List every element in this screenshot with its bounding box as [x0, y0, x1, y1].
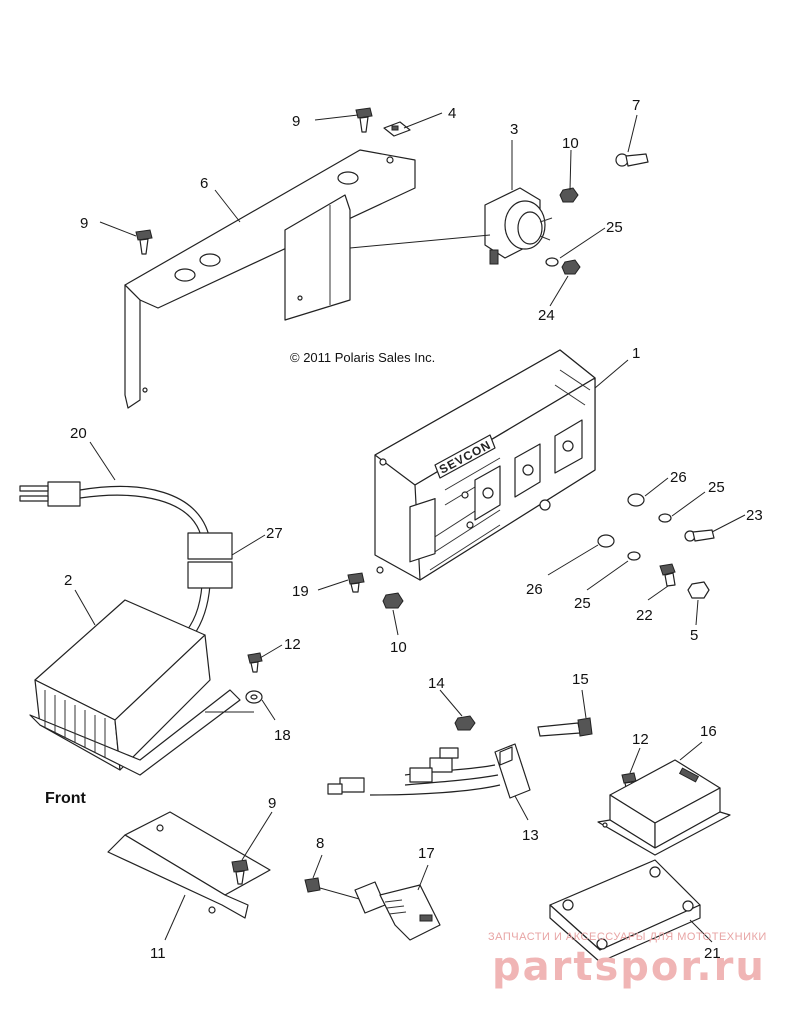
washer-part-26-lower	[597, 534, 615, 548]
callout-labels: 1 2 3 4 5 6 7 8 9 9 9 10 10 11 12 12 13 …	[64, 97, 763, 962]
module-part-16	[597, 759, 731, 856]
watermark: ЗАПЧАСТИ И АКСЕССУАРЫ ДЛЯ МОТОТЕХНИКИ pa…	[488, 931, 767, 990]
callout-1: 1	[632, 345, 640, 362]
washer-part-26-upper	[627, 493, 645, 507]
nut-part-24	[561, 259, 581, 275]
callout-2: 2	[64, 572, 72, 589]
screw-part-15	[537, 717, 593, 737]
plate-part-21	[549, 859, 701, 963]
callout-18: 18	[274, 727, 291, 744]
callout-12-right: 12	[632, 731, 649, 748]
washer-part-18	[245, 690, 263, 704]
adapter-part-17	[354, 881, 441, 941]
screw-part-9-left	[135, 229, 153, 255]
callout-14: 14	[428, 675, 445, 692]
callout-7: 7	[632, 97, 640, 114]
harness-part-13	[327, 743, 531, 799]
callout-11: 11	[150, 945, 166, 962]
washer-part-25-top	[545, 257, 559, 267]
charger-part-2	[29, 599, 241, 776]
callout-26-upper: 26	[670, 469, 687, 486]
cable-part-20	[19, 481, 211, 641]
callout-6: 6	[200, 175, 208, 192]
stud-part-22	[659, 563, 676, 587]
callout-23: 23	[746, 507, 763, 524]
screw-part-19	[347, 572, 365, 593]
nut-part-5	[687, 581, 710, 599]
nut-part-10-lower	[382, 592, 404, 609]
callout-20: 20	[70, 425, 87, 442]
callout-9-left: 9	[80, 215, 88, 232]
callout-5: 5	[690, 627, 698, 644]
callout-12-left: 12	[284, 636, 301, 653]
watermark-site: partspor.ru	[492, 944, 766, 990]
leader-lines	[74, 112, 746, 943]
callout-25-lower: 25	[574, 595, 591, 612]
solenoid-part-3	[484, 187, 553, 265]
nut-part-10-top	[559, 187, 579, 203]
bracket-part-6	[124, 149, 416, 409]
callout-21: 21	[704, 945, 721, 962]
callout-17: 17	[418, 845, 435, 862]
controller-part-1: SEVCON	[374, 349, 596, 581]
callout-19: 19	[292, 583, 309, 600]
callout-3: 3	[510, 121, 518, 138]
screw-part-7	[615, 153, 649, 167]
callout-22: 22	[636, 607, 653, 624]
callout-26-lower: 26	[526, 581, 543, 598]
callout-27: 27	[266, 525, 283, 542]
watermark-tagline: ЗАПЧАСТИ И АКСЕССУАРЫ ДЛЯ МОТОТЕХНИКИ	[488, 931, 767, 943]
copyright-text: © 2011 Polaris Sales Inc.	[290, 350, 435, 365]
nut-part-14	[454, 715, 476, 731]
connector-part-27	[187, 532, 233, 589]
callout-9-top: 9	[292, 113, 300, 130]
callout-4: 4	[448, 105, 456, 122]
screw-part-9-top	[355, 107, 373, 133]
screw-part-23	[684, 529, 715, 542]
callout-15: 15	[572, 671, 589, 688]
clip-nut-part-4	[383, 121, 411, 137]
callout-10-lower: 10	[390, 639, 407, 656]
washer-part-25-right	[658, 513, 672, 523]
callout-24: 24	[538, 307, 555, 324]
callout-10-top: 10	[562, 135, 579, 152]
washer-part-25-lower	[627, 551, 641, 561]
callout-25-top: 25	[606, 219, 623, 236]
callout-8: 8	[316, 835, 324, 852]
bracket-plate-part-11	[107, 811, 271, 919]
front-label: Front	[45, 790, 87, 807]
screw-part-12-left	[247, 652, 263, 673]
callout-9-lower: 9	[268, 795, 276, 812]
screw-part-9-lower	[231, 859, 249, 885]
callout-25-right: 25	[708, 479, 725, 496]
callout-13: 13	[522, 827, 539, 844]
callout-16: 16	[700, 723, 717, 740]
